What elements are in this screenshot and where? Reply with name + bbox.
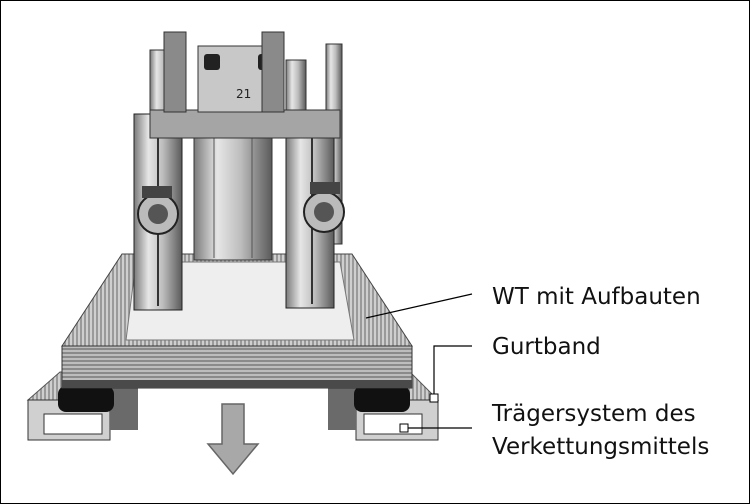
leader-line-wt — [365, 293, 473, 319]
belt-roller-right — [354, 386, 410, 412]
label-traegersystem-line1: Trägersystem des — [492, 401, 696, 427]
leader-line-gurtband — [433, 345, 472, 398]
direction-arrow — [206, 403, 260, 476]
pallet-base — [61, 253, 413, 389]
belt-roller-left — [58, 386, 114, 412]
upright-mark: 21 — [236, 87, 251, 101]
label-gurtband: Gurtband — [492, 334, 601, 360]
label-traegersystem-line2: Verkettungsmittels — [492, 434, 710, 460]
fixture: 21 — [133, 31, 345, 311]
label-wt-mit-aufbauten: WT mit Aufbauten — [492, 284, 701, 310]
